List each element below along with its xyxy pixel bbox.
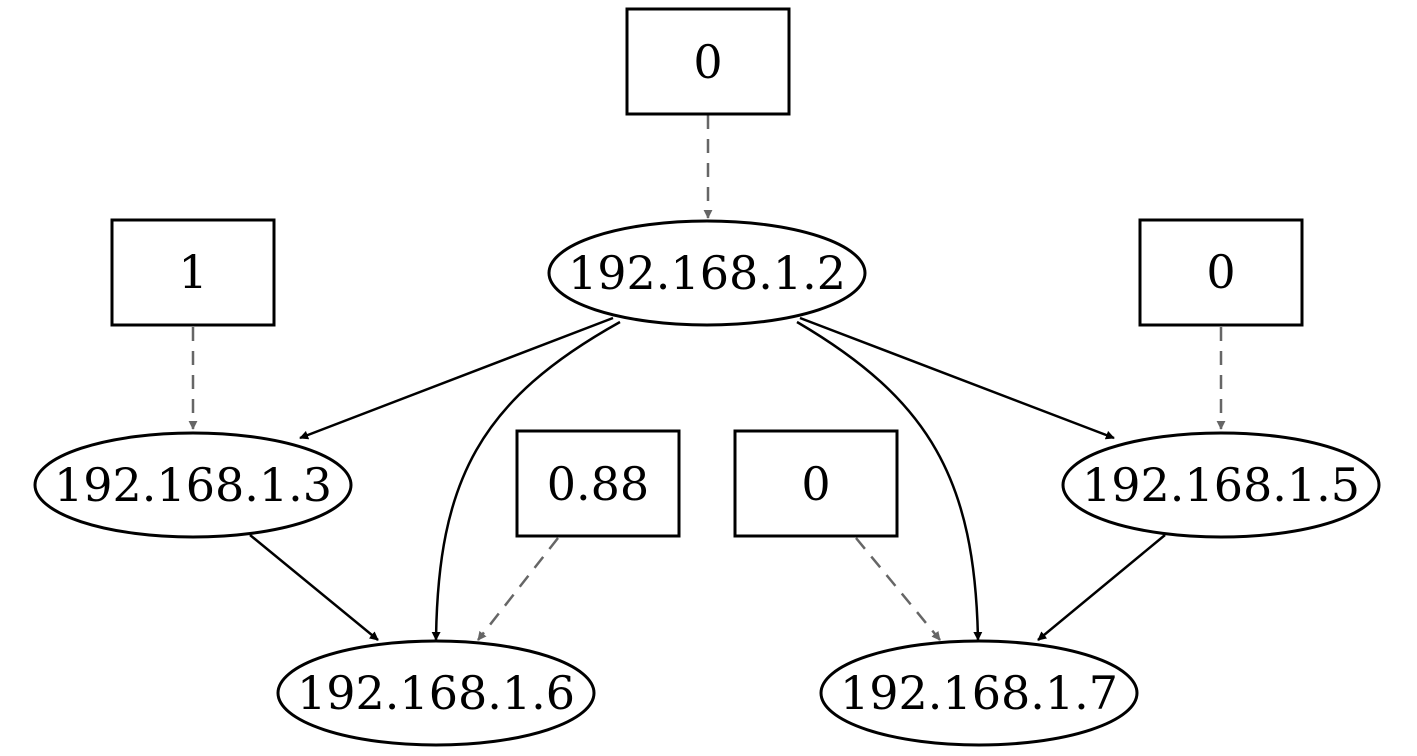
edge-192-168-1-3-to-192-168-1-6 — [249, 534, 379, 641]
edge-192-168-1-2-to-192-168-1-5 — [799, 316, 1115, 440]
node-label: 192.168.1.3 — [54, 458, 332, 512]
node-label: 192.168.1.7 — [840, 666, 1118, 720]
node-label: 192.168.1.6 — [297, 666, 575, 720]
node-192-168-1-7: 192.168.1.7 — [819, 639, 1139, 747]
edge-192-168-1-2-to-192-168-1-3 — [299, 316, 614, 440]
score-label: 0 — [1206, 245, 1235, 299]
node-192-168-1-6: 192.168.1.6 — [276, 639, 596, 747]
node-192-168-1-5: 192.168.1.5 — [1061, 431, 1381, 539]
score-box-192-168-1-7: 0 — [733, 429, 899, 538]
node-192-168-1-2: 192.168.1.2 — [547, 219, 867, 327]
node-label: 192.168.1.5 — [1082, 458, 1360, 512]
edge-score-to-192-168-1-6 — [477, 537, 559, 641]
score-label: 0.88 — [547, 457, 649, 511]
node-label: 192.168.1.2 — [568, 246, 846, 300]
score-box-192-168-1-3: 1 — [110, 218, 276, 327]
score-label: 0 — [693, 35, 722, 89]
score-box-192-168-1-2: 0 — [625, 7, 791, 116]
score-box-192-168-1-6: 0.88 — [515, 429, 681, 538]
score-box-192-168-1-5: 0 — [1138, 218, 1304, 327]
edge-192-168-1-2-to-192-168-1-7 — [796, 320, 983, 641]
edge-192-168-1-5-to-192-168-1-7 — [1037, 534, 1166, 641]
edge-192-168-1-2-to-192-168-1-6 — [431, 320, 621, 641]
node-192-168-1-3: 192.168.1.3 — [33, 431, 353, 539]
edges — [188, 115, 1226, 641]
edge-score-to-192-168-1-7 — [855, 537, 941, 641]
score-label: 1 — [178, 245, 207, 299]
score-label: 0 — [801, 457, 830, 511]
